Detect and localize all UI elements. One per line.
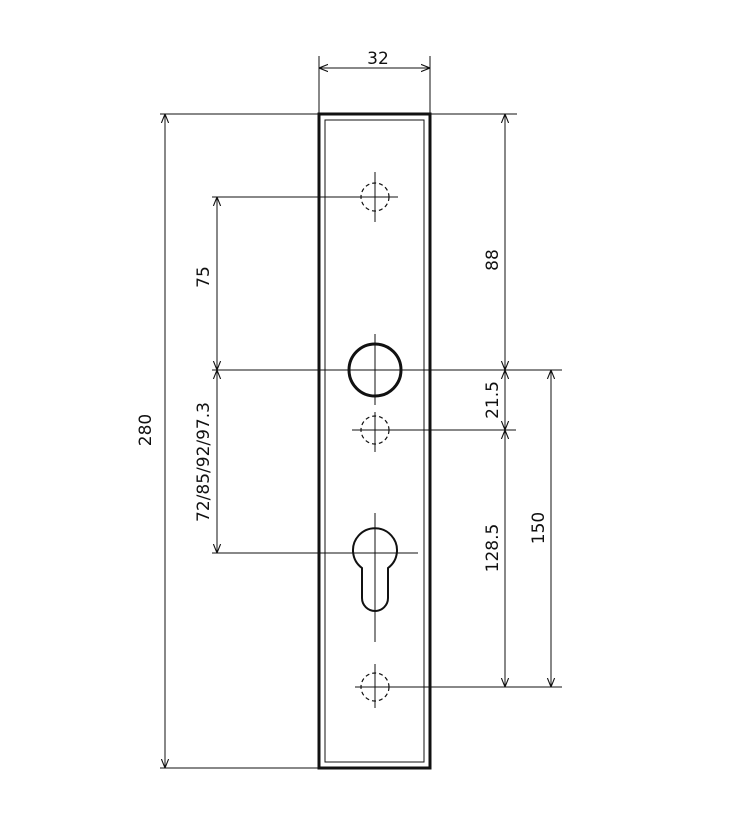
dim-label-75: 75 [194, 266, 214, 288]
dim-label-88: 88 [483, 249, 503, 271]
dim-label-150: 150 [529, 512, 549, 544]
dim-label-backset: 72/85/92/97.3 [194, 402, 214, 522]
cylinder-cutout [352, 527, 398, 612]
dim-label-21-5: 21.5 [483, 381, 503, 419]
bottom-screw-hole [360, 672, 390, 702]
middle-screw-hole [360, 415, 390, 445]
handle-spindle-hole [347, 342, 403, 398]
dim-label-width: 32 [367, 49, 389, 69]
plate-inner-outline [324, 119, 425, 763]
dim-label-total-height: 280 [136, 414, 156, 446]
dim-label-128-5: 128.5 [483, 524, 503, 573]
top-screw-hole [360, 182, 390, 212]
plate-outline [317, 112, 432, 770]
